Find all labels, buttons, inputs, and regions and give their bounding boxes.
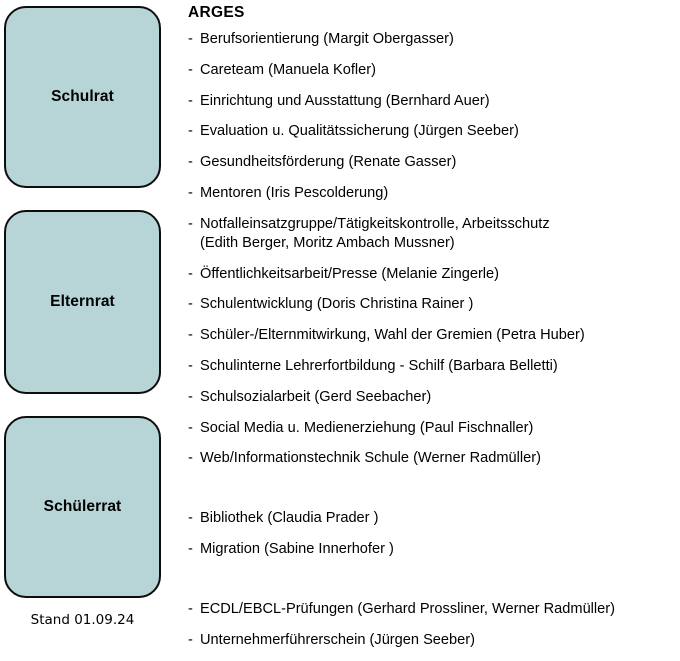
list-bullet-dash: - [188,31,193,47]
arges-item-text: Migration (Sabine Innerhofer ) [200,540,394,557]
arges-list-item: -Notfalleinsatzgruppe/Tätigkeitskontroll… [188,215,680,253]
arges-list-item: -Unternehmerführerschein (Jürgen Seeber) [188,631,680,650]
arges-item-text: Schulinterne Lehrerfortbildung - Schilf … [200,357,558,374]
arges-list-item: -Gesundheitsförderung (Renate Gasser) [188,153,680,172]
arges-item-text: Einrichtung und Ausstattung (Bernhard Au… [200,92,490,109]
council-box-schulrat-label: Schulrat [51,88,114,106]
council-box-elternrat-label: Elternrat [50,293,115,311]
list-bullet-dash: - [188,419,193,436]
arges-item-text: Berufsorientierung (Margit Obergasser) [200,31,454,47]
arges-panel: ARGES -Berufsorientierung (Margit Oberga… [188,0,680,656]
council-box-schulrat[interactable]: Schulrat [4,6,161,188]
stand-date-note: Stand 01.09.24 [30,612,135,628]
arges-list-item: -Web/Informationstechnik Schule (Werner … [188,449,680,468]
arges-group-separator [188,571,680,600]
list-bullet-dash: - [188,265,193,282]
arges-list-item: -Careteam (Manuela Kofler) [188,61,680,80]
arges-item-text: Öffentlichkeitsarbeit/Presse (Melanie Zi… [200,265,500,282]
list-bullet-dash: - [188,631,193,648]
list-bullet-dash: - [188,357,193,374]
arges-item-text: Notfalleinsatzgruppe/Tätigkeitskontrolle… [200,215,550,232]
council-box-schuelerrat[interactable]: Schülerrat [4,416,161,598]
arges-item-text: Unternehmerführerschein (Jürgen Seeber) [200,631,475,648]
list-bullet-dash: - [188,184,193,201]
arges-item-text: ECDL/EBCL-Prüfungen (Gerhard Prossliner,… [200,600,616,617]
list-bullet-dash: - [188,215,193,232]
arges-item-text: Social Media u. Medienerziehung (Paul Fi… [200,419,534,436]
arges-list-item: -Schulsozialarbeit (Gerd Seebacher) [188,388,680,407]
council-box-elternrat[interactable]: Elternrat [4,210,161,394]
list-bullet-dash: - [188,92,193,109]
arges-item-text: Mentoren (Iris Pescolderung) [200,184,389,201]
arges-list-item: -Schüler-/Elternmitwirkung, Wahl der Gre… [188,326,680,345]
arges-item-text: Schulentwicklung (Doris Christina Rainer… [200,296,474,313]
arges-item-text: Bibliothek (Claudia Prader ) [200,510,379,527]
list-bullet-dash: - [188,510,193,527]
list-bullet-dash: - [188,296,193,313]
arges-list-item: -Mentoren (Iris Pescolderung) [188,184,680,203]
arges-item-text-continuation: (Edith Berger, Moritz Ambach Mussner) [200,234,455,251]
council-box-schuelerrat-label: Schülerrat [43,498,122,516]
list-bullet-dash: - [188,123,193,140]
list-bullet-dash: - [188,61,193,78]
arges-list-item: -Schulinterne Lehrerfortbildung - Schilf… [188,357,680,376]
list-bullet-dash: - [188,450,193,467]
list-bullet-dash: - [188,540,193,557]
council-column: Schulrat Elternrat Schülerrat Stand 01.0… [0,0,172,656]
arges-item-text: Schulsozialarbeit (Gerd Seebacher) [200,388,432,405]
arges-list-item: -Social Media u. Medienerziehung (Paul F… [188,419,680,438]
arges-list-item: -Migration (Sabine Innerhofer ) [188,540,680,559]
arges-item-text: Web/Informationstechnik Schule (Werner R… [200,450,541,467]
list-bullet-dash: - [188,600,193,617]
arges-list-item: -Bibliothek (Claudia Prader ) [188,509,680,528]
arges-group-separator [188,480,680,509]
arges-item-text: Schüler-/Elternmitwirkung, Wahl der Grem… [200,327,585,344]
list-bullet-dash: - [188,327,193,344]
arges-list-item: -ECDL/EBCL-Prüfungen (Gerhard Prossliner… [188,600,680,619]
arges-list-item: -Einrichtung und Ausstattung (Bernhard A… [188,92,680,111]
arges-list-item: -Berufsorientierung (Margit Obergasser) [188,30,680,49]
arges-item-text: Evaluation u. Qualitätssicherung (Jürgen… [200,123,519,140]
arges-list-item: -Evaluation u. Qualitätssicherung (Jürge… [188,122,680,141]
arges-item-text: Careteam (Manuela Kofler) [200,61,377,78]
list-bullet-dash: - [188,388,193,405]
list-bullet-dash: - [188,154,193,171]
arges-list: -Berufsorientierung (Margit Obergasser)-… [188,30,680,661]
arges-item-text: Gesundheitsförderung (Renate Gasser) [200,154,457,171]
arges-title: ARGES [188,4,245,21]
arges-list-item: -Schulentwicklung (Doris Christina Raine… [188,295,680,314]
arges-list-item: -Öffentlichkeitsarbeit/Presse (Melanie Z… [188,265,680,284]
